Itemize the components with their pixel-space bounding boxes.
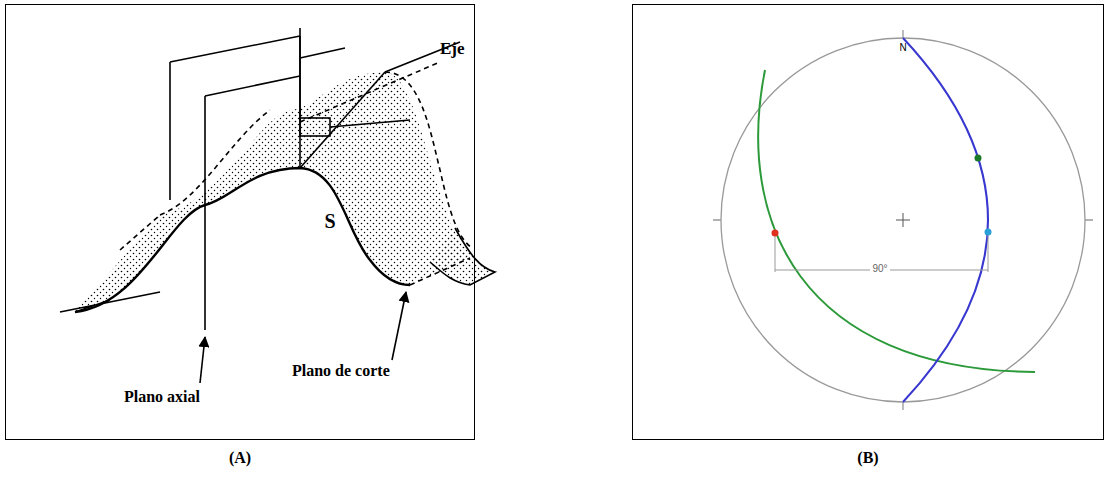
fold-flank (430, 228, 495, 285)
stereonet (713, 30, 1093, 410)
surface-label: S (322, 210, 337, 232)
panel-caption: (B) (633, 449, 1103, 467)
panel-caption: (A) (6, 449, 474, 467)
center-cross (896, 213, 910, 227)
angle-label: 90° (870, 263, 889, 274)
fold-edge (410, 258, 470, 285)
fold-axis (300, 62, 440, 122)
pointer-arrow (200, 337, 205, 383)
plane-top (300, 48, 345, 58)
north-label: N (897, 42, 908, 53)
tick-mark (713, 30, 1093, 410)
pointer-arrow (392, 292, 406, 360)
plane-label: Plano de corte (290, 362, 392, 380)
figure-panel: (B) (632, 4, 1104, 440)
figure-panel: (A) (5, 4, 475, 440)
back-profile (120, 110, 270, 250)
line-dot (985, 229, 992, 236)
hinge-line (300, 72, 385, 168)
axis-label: Eje (438, 40, 467, 59)
back-profile (385, 72, 472, 248)
primitive-circle (721, 38, 1085, 402)
pole-dot (772, 230, 779, 237)
great-circle (758, 70, 1035, 372)
line-dot (975, 155, 982, 162)
fold-surface (75, 72, 470, 312)
great-circle (903, 38, 988, 402)
fold-limb (60, 292, 160, 312)
fold-illustration (60, 28, 495, 383)
plane-label: Plano axial (122, 388, 202, 406)
fold-profile (75, 168, 410, 312)
